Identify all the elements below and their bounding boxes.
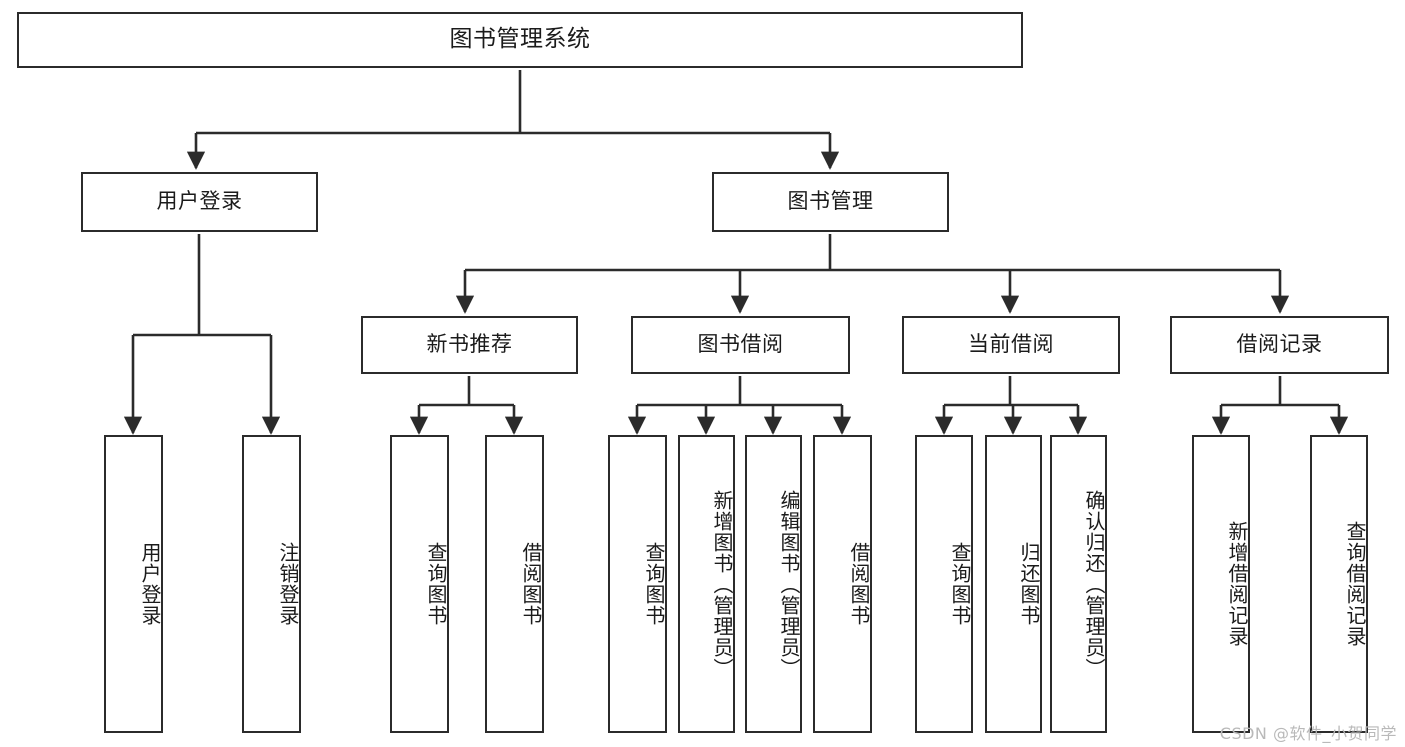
leaf-user-login-logout[interactable]: 注销登录 xyxy=(242,435,301,733)
leaf-label: 编辑图书（管理员） xyxy=(777,489,801,679)
leaf-current-borrow-return-book[interactable]: 归还图书 xyxy=(985,435,1042,733)
node-user-login[interactable]: 用户登录 xyxy=(81,172,318,232)
leaf-label: 新增借阅记录 xyxy=(1225,521,1249,647)
leaf-borrow-record-query-record[interactable]: 查询借阅记录 xyxy=(1310,435,1368,733)
leaf-label: 查询借阅记录 xyxy=(1343,521,1367,647)
leaf-label: 借阅图书 xyxy=(519,542,543,626)
node-book-management[interactable]: 图书管理 xyxy=(712,172,949,232)
node-borrow-record[interactable]: 借阅记录 xyxy=(1170,316,1389,374)
node-current-borrow[interactable]: 当前借阅 xyxy=(902,316,1120,374)
leaf-user-login-login[interactable]: 用户登录 xyxy=(104,435,163,733)
node-root-book-management-system[interactable]: 图书管理系统 xyxy=(17,12,1023,68)
leaf-new-book-borrow-book[interactable]: 借阅图书 xyxy=(485,435,544,733)
node-book-borrow[interactable]: 图书借阅 xyxy=(631,316,850,374)
leaf-current-borrow-query-book[interactable]: 查询图书 xyxy=(915,435,973,733)
leaf-borrow-record-add-record[interactable]: 新增借阅记录 xyxy=(1192,435,1250,733)
leaf-label: 新增图书（管理员） xyxy=(710,489,734,679)
leaf-book-borrow-add-book-admin[interactable]: 新增图书（管理员） xyxy=(678,435,735,733)
csdn-watermark: CSDN @软件_小贺同学 xyxy=(1219,724,1397,743)
leaf-label: 借阅图书 xyxy=(847,542,871,626)
leaf-label: 注销登录 xyxy=(276,542,300,626)
leaf-label: 用户登录 xyxy=(138,542,162,626)
leaf-label: 确认归还（管理员） xyxy=(1082,489,1106,679)
node-new-book-recommend[interactable]: 新书推荐 xyxy=(361,316,578,374)
leaf-current-borrow-confirm-return-admin[interactable]: 确认归还（管理员） xyxy=(1050,435,1107,733)
leaf-label: 归还图书 xyxy=(1017,542,1041,626)
leaf-label: 查询图书 xyxy=(424,542,448,626)
leaf-label: 查询图书 xyxy=(642,542,666,626)
leaf-book-borrow-query-book[interactable]: 查询图书 xyxy=(608,435,667,733)
leaf-new-book-query-book[interactable]: 查询图书 xyxy=(390,435,449,733)
leaf-book-borrow-borrow-book[interactable]: 借阅图书 xyxy=(813,435,872,733)
leaf-book-borrow-edit-book-admin[interactable]: 编辑图书（管理员） xyxy=(745,435,802,733)
leaf-label: 查询图书 xyxy=(948,542,972,626)
